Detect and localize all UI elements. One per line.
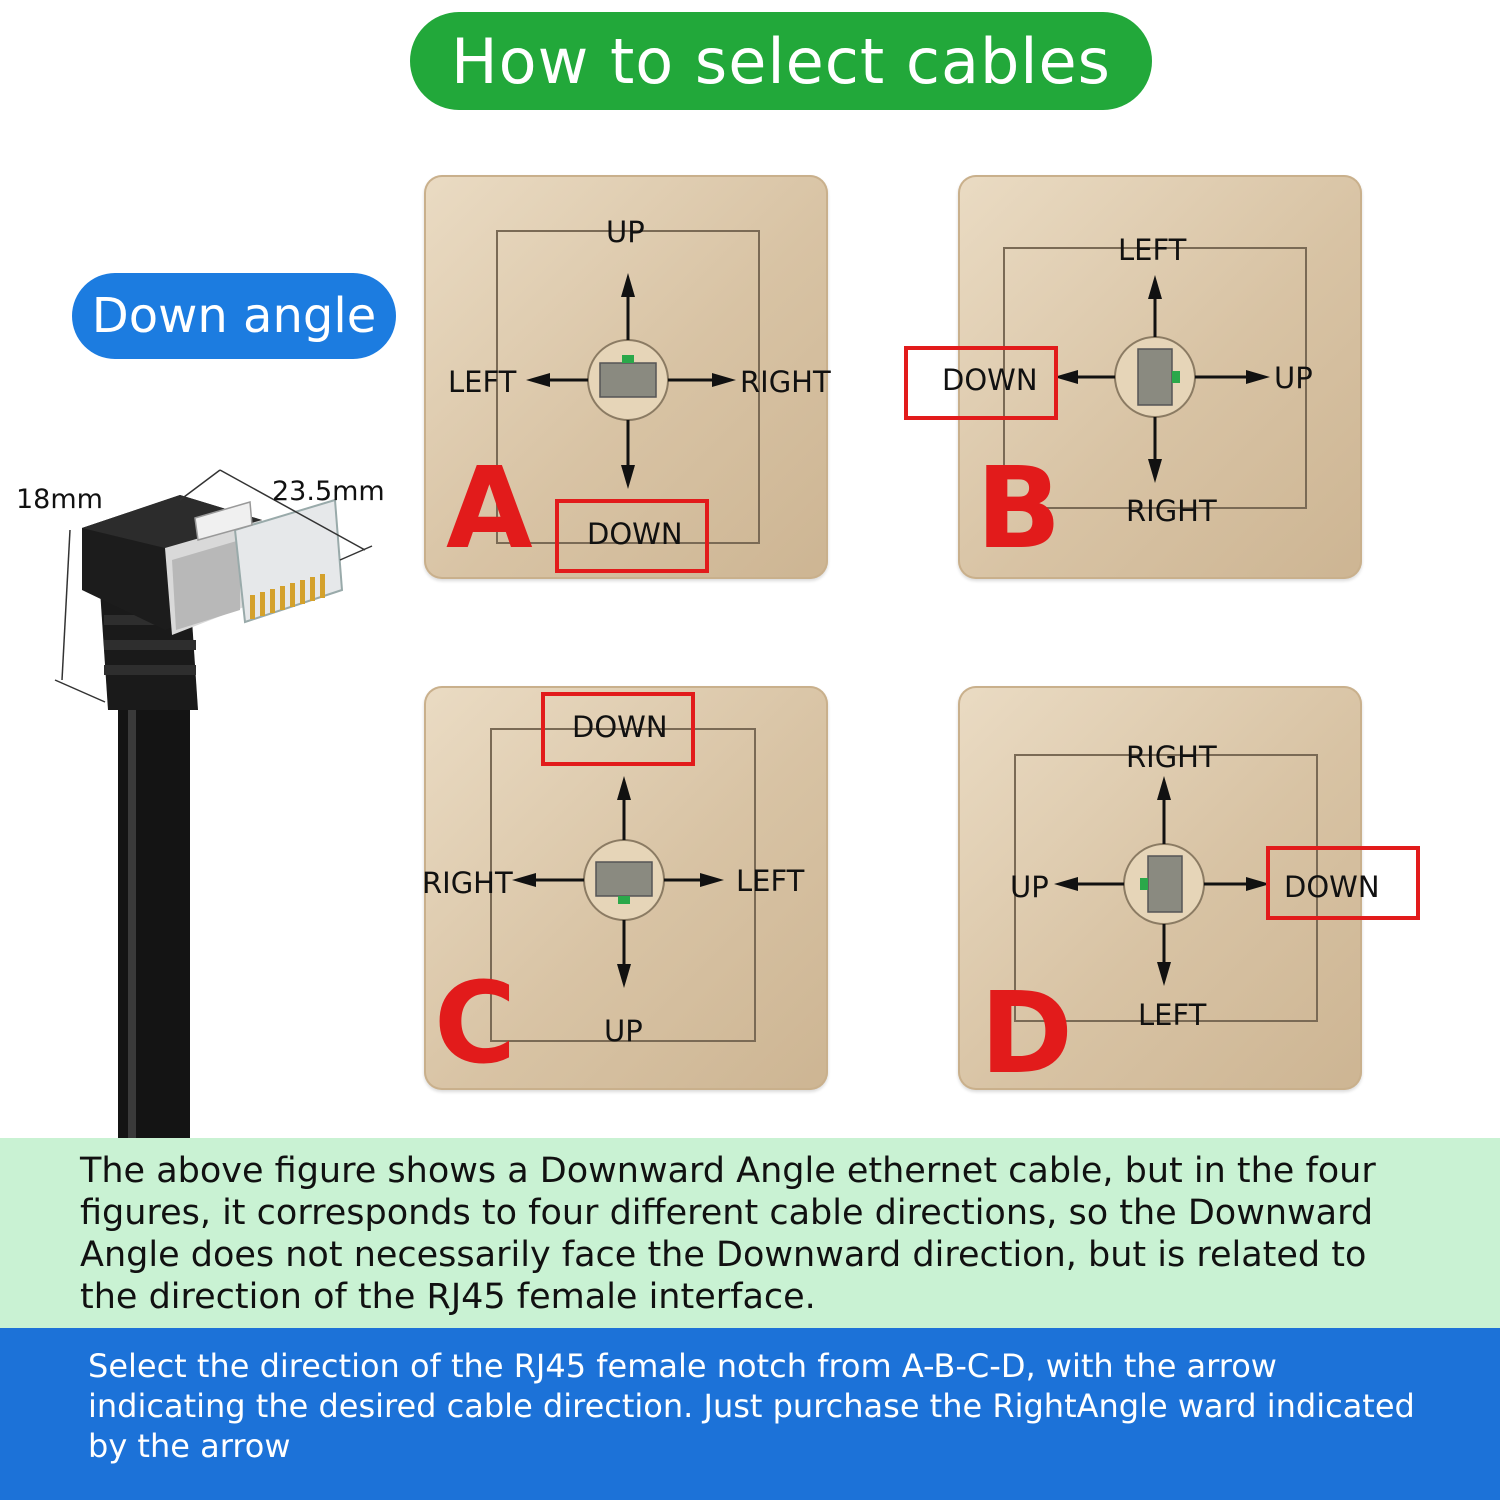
label-up: DOWN — [572, 710, 668, 744]
direction-arrows — [526, 273, 736, 489]
label-right: RIGHT — [740, 365, 831, 399]
label-right: UP — [1274, 361, 1313, 395]
label-left: RIGHT — [422, 866, 513, 900]
label-up: RIGHT — [1126, 740, 1217, 774]
label-up: LEFT — [1118, 233, 1187, 267]
explanation-band — [0, 1138, 1500, 1328]
direction-arrows — [1054, 275, 1270, 483]
label-left: DOWN — [942, 363, 1038, 397]
instruction-text: Select the direction of the RJ45 female … — [88, 1347, 1415, 1465]
label-down: RIGHT — [1126, 494, 1217, 528]
label-down: UP — [604, 1014, 643, 1048]
panel-letter: C — [434, 959, 517, 1089]
label-down: LEFT — [1138, 998, 1207, 1032]
page-title: How to select cables — [410, 12, 1152, 110]
label-up: UP — [606, 215, 645, 249]
label-down: DOWN — [587, 517, 683, 551]
highlight-box — [541, 692, 695, 766]
panel-a: UP LEFT RIGHT DOWN A — [424, 175, 831, 579]
plate-frame — [1014, 754, 1318, 1022]
highlight-box — [904, 346, 1058, 420]
direction-arrows — [512, 776, 724, 988]
panel-letter: A — [446, 444, 533, 574]
height-dimension-label: 18mm — [16, 484, 103, 515]
cable-type-badge: Down angle — [72, 273, 396, 359]
highlight-box — [1266, 846, 1420, 920]
label-right: LEFT — [736, 864, 805, 898]
explanation-text: The above figure shows a Downward Angle … — [80, 1151, 1376, 1317]
cable-illustration — [0, 440, 410, 1140]
instruction-band — [0, 1328, 1500, 1500]
highlight-box — [555, 499, 709, 573]
label-left: UP — [1010, 870, 1049, 904]
panel-d: RIGHT UP DOWN LEFT D — [958, 686, 1420, 1099]
label-left: LEFT — [448, 365, 517, 399]
panel-letter: B — [976, 444, 1062, 574]
panel-letter: D — [980, 969, 1073, 1099]
panel-c: DOWN RIGHT LEFT UP C — [422, 686, 828, 1090]
width-dimension-label: 23.5mm — [272, 476, 385, 507]
plate-frame — [1003, 247, 1307, 509]
label-right: DOWN — [1284, 870, 1380, 904]
panel-b: LEFT DOWN UP RIGHT B — [904, 175, 1362, 579]
rj45-plug-image — [54, 469, 373, 1140]
plate-frame — [496, 230, 760, 544]
plate-frame — [490, 728, 756, 1042]
direction-arrows — [1054, 776, 1270, 986]
